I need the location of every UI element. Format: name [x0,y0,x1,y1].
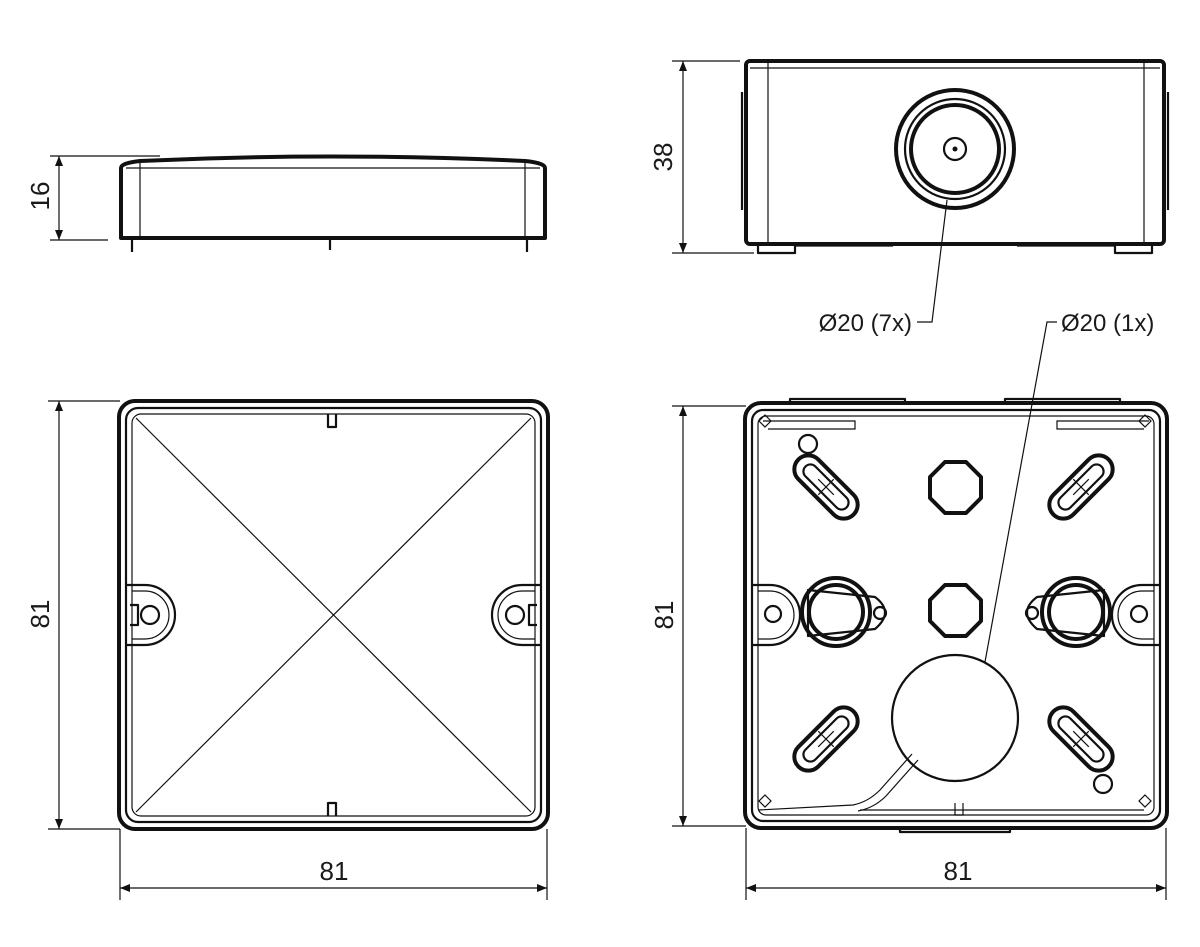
slot-bottom-left [792,705,860,773]
box-height-dimension: 38 [648,60,754,254]
box-top-height-dimension: 81 [649,405,746,827]
octagon-knockout-upper [928,460,983,515]
box-height-label: 38 [648,143,678,172]
knockout-web [757,753,919,812]
lid-height-label: 16 [25,182,55,211]
bottom-hole-callout: Ø20 (1x) [984,310,1154,663]
lid-top-view [117,399,550,831]
box-top-view [743,397,1169,834]
box-side-view [740,59,1170,255]
small-hole-top-left [797,433,819,455]
lid-left-mount-tab [126,583,177,647]
right-screw-tab [1110,583,1160,647]
slot-bottom-right [1047,705,1115,773]
left-screw-tab [752,583,802,647]
bottom-hole-callout-label: Ø20 (1x) [1061,310,1154,337]
lid-top-height-label: 81 [25,600,55,629]
cable-gland-icon [894,88,1016,210]
lid-height-dimension: 16 [25,155,160,241]
box-top-width-dimension: 81 [745,828,1167,900]
lid-top-width-label: 81 [320,856,349,886]
lid-side-view [119,154,547,252]
left-mount-boss [800,576,888,648]
lid-top-height-dimension: 81 [25,400,120,830]
right-mount-boss [1024,576,1112,648]
box-top-height-label: 81 [649,601,679,630]
lid-right-mount-tab [490,583,541,647]
octagon-knockout-middle [928,583,983,638]
slot-top-left [792,453,860,521]
side-hole-callout-label: Ø20 (7x) [819,310,912,337]
slot-top-right [1047,453,1115,521]
bottom-knockout [890,653,1020,783]
small-hole-bottom-right [1092,773,1114,795]
lid-top-width-dimension: 81 [119,829,548,900]
side-hole-callout: Ø20 (7x) [819,199,948,337]
box-top-width-label: 81 [944,856,973,886]
